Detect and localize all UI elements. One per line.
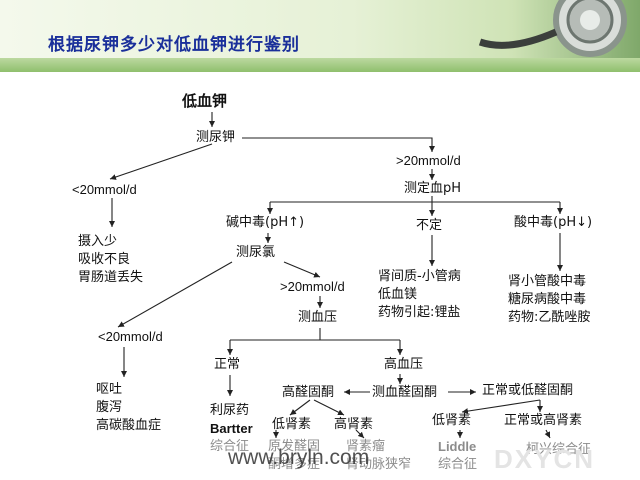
node-high-bp: 高血压 bbox=[384, 357, 424, 372]
node-high-renin: 高肾素 bbox=[334, 417, 374, 432]
watermark-site: www.bryln.com bbox=[228, 446, 370, 469]
node-measure-urine-k: 测尿钾 bbox=[196, 130, 236, 145]
connector bbox=[544, 429, 551, 439]
node-acidosis: 酸中毒(pH↓) bbox=[514, 215, 593, 230]
causes-uncertain-ph: 肾间质-小管病 低血镁 药物引起:锂盐 bbox=[378, 268, 461, 322]
node-normal-bp: 正常 bbox=[214, 357, 241, 372]
connector bbox=[289, 399, 311, 416]
cause-item: 摄入少 bbox=[78, 234, 118, 249]
node-hypokalemia: 低血钾 bbox=[182, 92, 228, 110]
watermark-brand: DXYCN bbox=[494, 444, 596, 474]
cause-item: 糖尿病酸中毒 bbox=[508, 292, 587, 307]
cause-item: 低血镁 bbox=[378, 287, 418, 302]
node-lt20-left: <20mmol/d bbox=[72, 182, 137, 197]
causes-low-urine-cl: 呕吐 腹泻 高碳酸血症 bbox=[96, 381, 161, 435]
node-high-aldosterone: 高醛固酮 bbox=[282, 385, 335, 400]
cause-item: 肾小管酸中毒 bbox=[508, 274, 587, 289]
cause-item: 高碳酸血症 bbox=[96, 418, 162, 433]
node-uncertain: 不定 bbox=[416, 218, 443, 233]
stethoscope-icon bbox=[478, 0, 627, 57]
node-normal-low-aldosterone: 正常或低醛固酮 bbox=[482, 383, 574, 398]
node-low-renin-left: 低肾素 bbox=[272, 417, 312, 432]
flowchart: 低血钾 测尿钾 >20mmol/d <20mmol/d 测定血pH 摄入少 吸收… bbox=[0, 72, 640, 480]
node-measure-urine-cl: 测尿氯 bbox=[236, 245, 276, 260]
node-measure-aldosterone: 测血醛固酮 bbox=[372, 385, 438, 400]
cause-item: 利尿药 bbox=[210, 403, 250, 418]
cause-item: 药物引起:锂盐 bbox=[378, 305, 461, 320]
flowchart-connectors bbox=[109, 112, 563, 439]
cause-item: Bartter bbox=[210, 421, 253, 436]
slide-header: 根据尿钾多少对低血钾进行鉴别 bbox=[0, 0, 640, 72]
node-gt20-mid: >20mmol/d bbox=[280, 279, 345, 294]
connector bbox=[313, 399, 345, 416]
header-band bbox=[0, 58, 640, 72]
cause-item: 吸收不良 bbox=[78, 252, 131, 267]
cause-cushing-syndrome: 柯兴综合征 bbox=[526, 442, 592, 457]
causes-normal-bp: 利尿药 Bartter 综合征 bbox=[210, 402, 253, 456]
cause-renal-artery: 肾素瘤 肾动脉狭窄 bbox=[346, 439, 412, 472]
node-lt20-mid: <20mmol/d bbox=[98, 329, 163, 344]
cause-item: 腹泻 bbox=[96, 400, 123, 415]
node-measure-blood-ph: 测定血pH bbox=[404, 181, 462, 196]
connector bbox=[242, 137, 435, 152]
cause-liddle-syndrome: Liddle 综合征 bbox=[438, 439, 478, 472]
cause-item: 呕吐 bbox=[96, 382, 123, 397]
connector bbox=[355, 429, 365, 439]
causes-acidosis: 肾小管酸中毒 糖尿病酸中毒 药物:乙酰唑胺 bbox=[508, 273, 590, 327]
connector bbox=[461, 399, 541, 415]
node-low-renin-right: 低肾素 bbox=[432, 413, 472, 428]
cause-item: 胃肠道丢失 bbox=[78, 270, 144, 285]
cause-item: 肾间质-小管病 bbox=[378, 269, 461, 284]
cause-primary-aldosteronism: 原发醛固 酮增多症 bbox=[268, 439, 321, 472]
node-gt20-top: >20mmol/d bbox=[396, 153, 461, 168]
cause-item: 综合征 bbox=[210, 439, 250, 454]
node-alkalosis: 碱中毒(pH↑) bbox=[226, 215, 305, 230]
connector bbox=[117, 261, 233, 328]
node-normal-high-renin: 正常或高肾素 bbox=[504, 413, 583, 428]
causes-low-urine-k: 摄入少 吸收不良 胃肠道丢失 bbox=[78, 233, 143, 287]
node-measure-bp: 测血压 bbox=[298, 310, 338, 325]
connector bbox=[109, 143, 213, 180]
cause-item: 药物:乙酰唑胺 bbox=[508, 310, 591, 325]
slide-title: 根据尿钾多少对低血钾进行鉴别 bbox=[48, 35, 300, 55]
connector bbox=[283, 261, 321, 278]
